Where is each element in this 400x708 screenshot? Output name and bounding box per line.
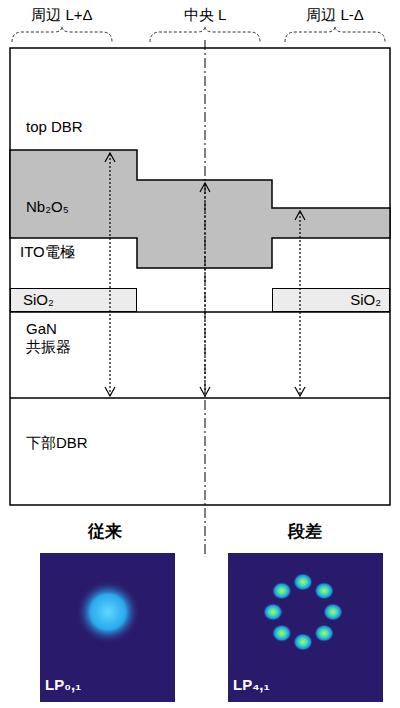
mode-lobe — [272, 582, 292, 600]
structure-label: 段差 — [235, 522, 375, 542]
length-arrow — [200, 183, 210, 396]
layer-label: SiO₂ — [350, 291, 381, 309]
mode-label: LP₄,₁ — [233, 676, 270, 694]
arrow-head — [295, 387, 305, 396]
mode-lobe — [293, 633, 313, 651]
region-label: 周辺 L-Δ — [265, 6, 400, 24]
arrow-head — [105, 387, 115, 396]
structure-label: 従来 — [35, 522, 175, 542]
layer-label: top DBR — [26, 118, 83, 136]
arrow-head — [105, 153, 115, 162]
region-label: 周辺 L+Δ — [0, 6, 132, 24]
arrow-head — [200, 183, 210, 192]
mode-image — [228, 553, 383, 702]
layer-label: Nb₂O₅ — [26, 198, 69, 216]
dbr-layer: top DBR — [10, 48, 390, 150]
mode-lobes — [263, 573, 343, 651]
mode-lobe — [314, 624, 334, 642]
electrode-layer: ITO電極 — [10, 238, 137, 288]
mode-lobe — [263, 603, 283, 621]
region-brace — [12, 26, 112, 42]
mode-lobe — [272, 624, 292, 642]
region-brace — [150, 26, 260, 42]
region-label: 中央 L — [135, 6, 275, 24]
length-arrow — [204, 184, 205, 395]
length-arrow — [105, 153, 115, 396]
length-arrow — [295, 211, 305, 396]
mode-label: LP₀,₁ — [45, 676, 81, 694]
region-brace — [285, 26, 385, 42]
layer-label: GaN 共振器 — [26, 320, 80, 356]
length-arrow — [109, 154, 110, 395]
arrow-head — [295, 211, 305, 220]
layer-frame — [10, 48, 390, 505]
layer-label: 下部DBR — [26, 434, 88, 452]
layer-boundary — [10, 397, 390, 399]
mode-image — [40, 553, 175, 702]
mode-lobe — [293, 573, 313, 591]
oxide-block: SiO₂ — [10, 288, 137, 312]
layer-label: ITO電極 — [20, 243, 75, 261]
layer-label: SiO₂ — [23, 291, 54, 309]
center-axis — [205, 40, 206, 555]
dbr-layer: 下部DBR — [10, 398, 390, 505]
cavity-layer: GaN 共振器 — [10, 312, 390, 398]
stepped-layer-shape — [10, 150, 390, 268]
oxide-block: SiO₂ — [272, 288, 390, 312]
mode-spot — [76, 580, 140, 644]
length-arrow — [299, 212, 300, 395]
mode-lobe — [323, 603, 343, 621]
mode-lobe — [314, 582, 334, 600]
arrow-head — [200, 387, 210, 396]
